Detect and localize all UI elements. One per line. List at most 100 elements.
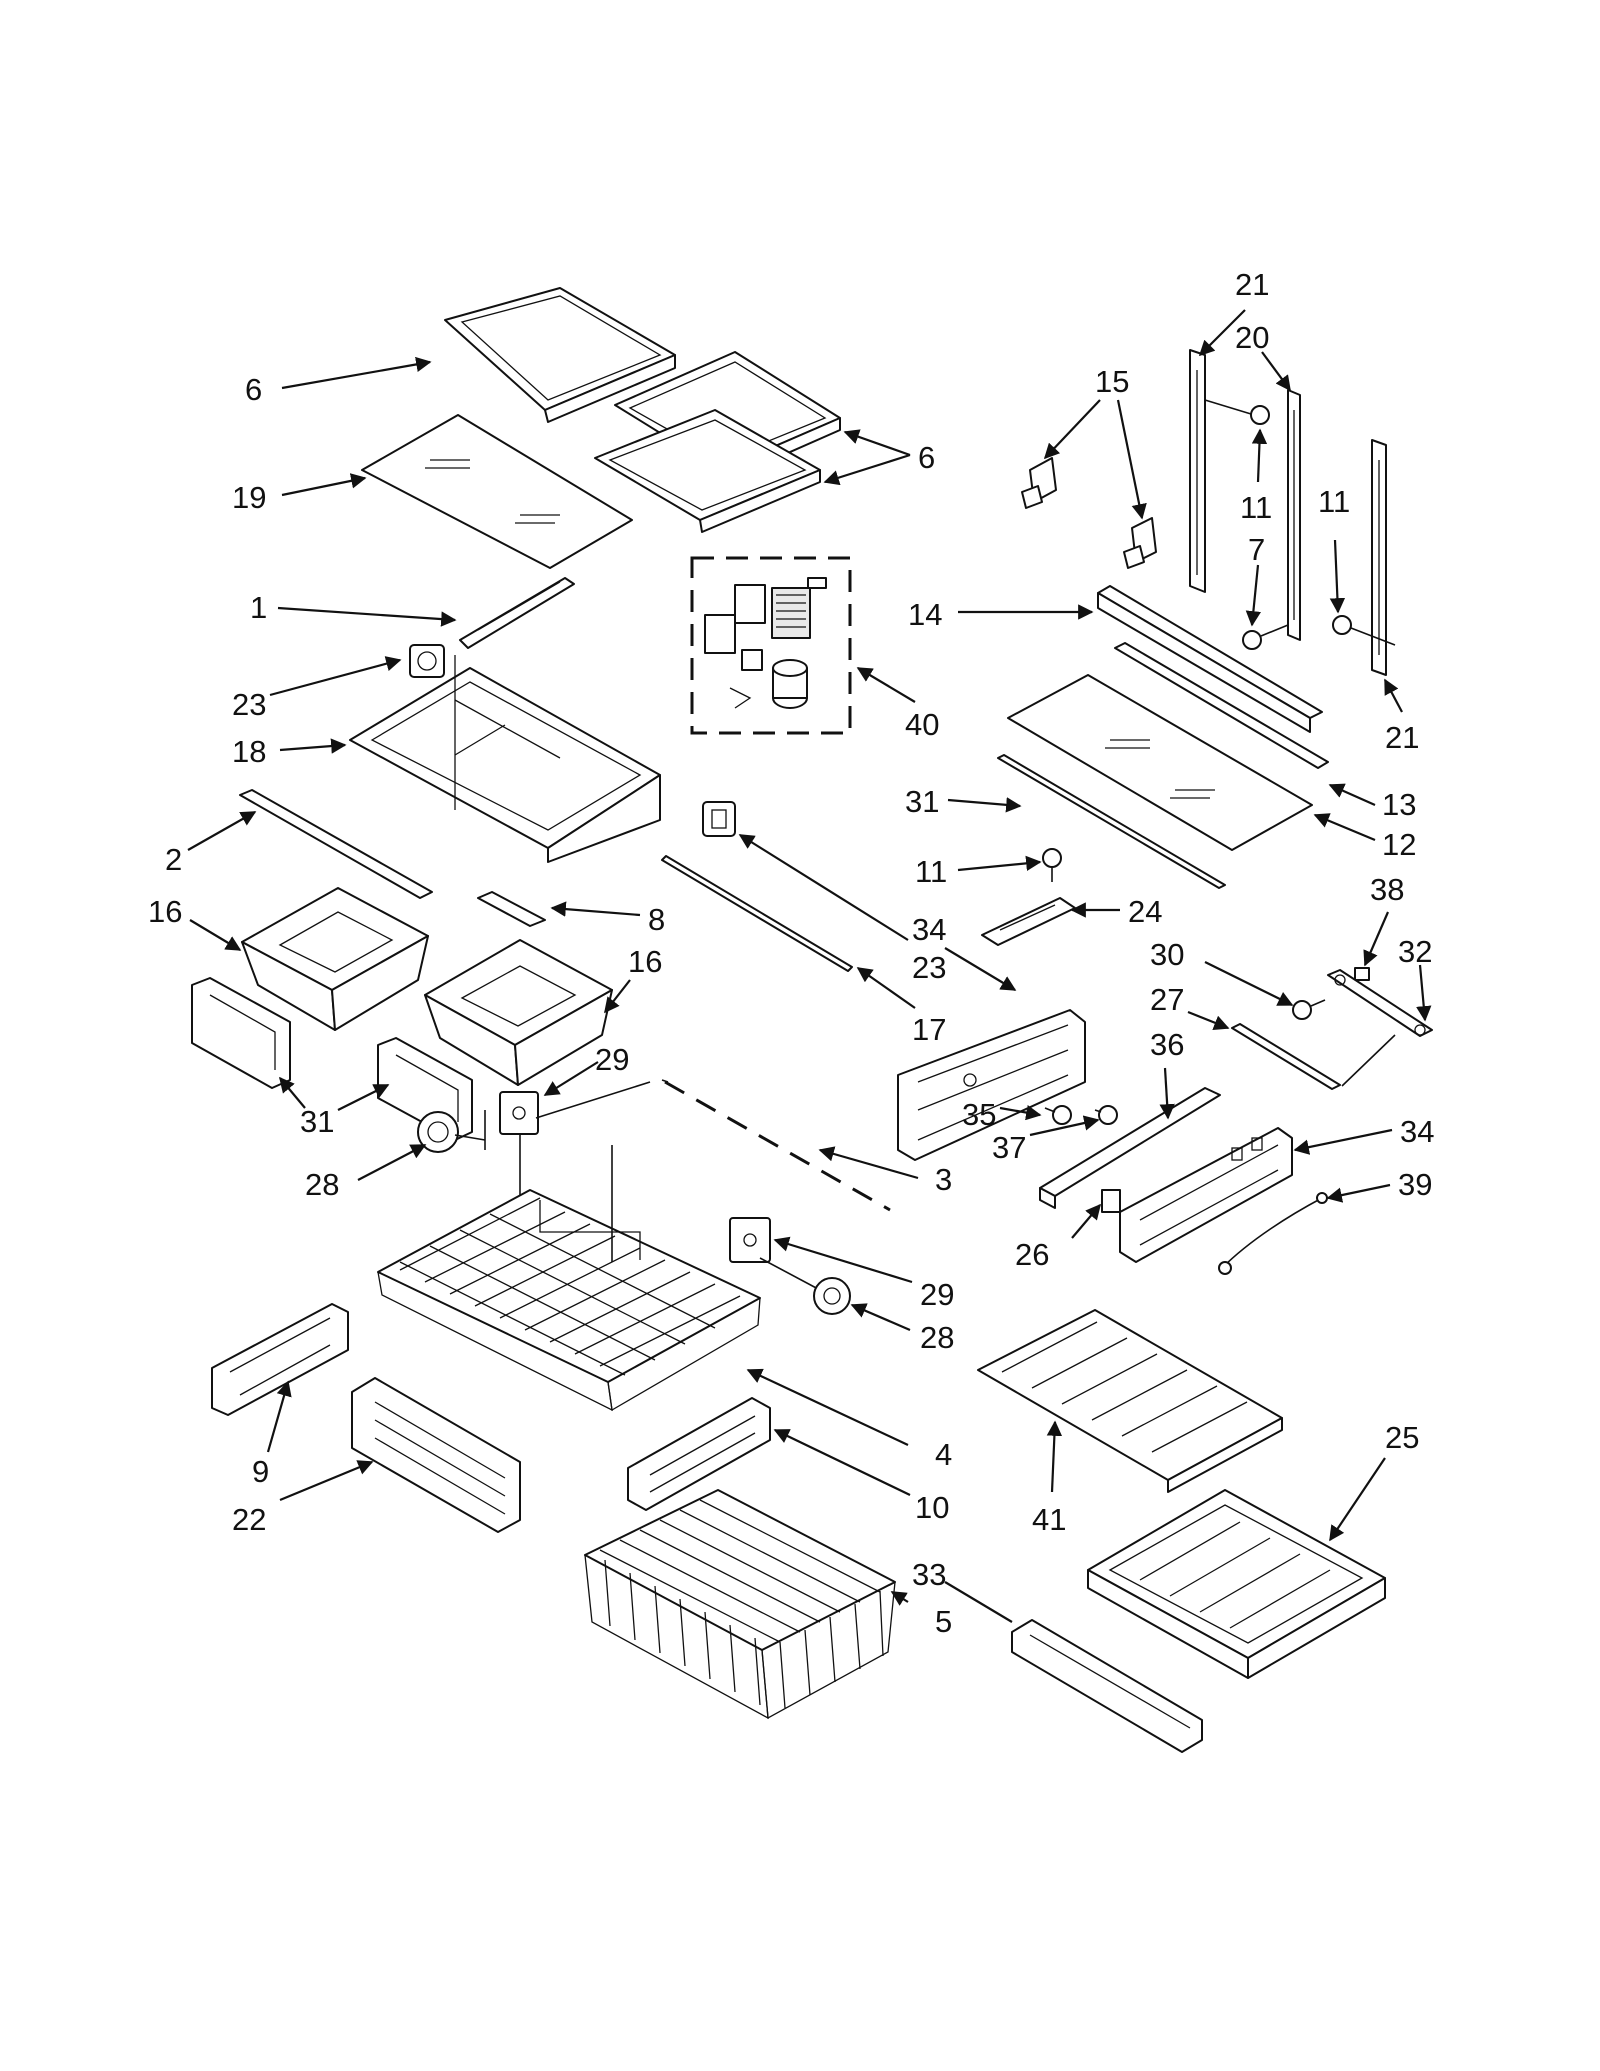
part-9-side-bracket [211, 1303, 349, 1416]
part-34-track-right [1119, 1127, 1293, 1263]
callout-9: 9 [252, 1454, 269, 1489]
part-16-crisper-drawer-right [424, 939, 613, 1086]
callout-38: 38 [1370, 872, 1404, 907]
part-21-rail-left [1189, 349, 1206, 593]
part-32-slide [1327, 969, 1433, 1037]
callout-29a: 29 [595, 1042, 629, 1077]
callout-33: 33 [912, 1557, 946, 1592]
part-38-tab [1354, 967, 1370, 981]
callout-15: 15 [1095, 364, 1129, 399]
callout-5: 5 [935, 1604, 952, 1639]
callout-26: 26 [1015, 1237, 1049, 1272]
part-23-cap-right [702, 801, 736, 837]
callout-8: 8 [648, 902, 665, 937]
part-35-screw [1044, 1105, 1072, 1125]
callout-18: 18 [232, 734, 266, 769]
callout-23b: 23 [912, 950, 946, 985]
callout-19: 19 [232, 480, 266, 515]
part-14-front-rail [1097, 585, 1323, 733]
part-6-shelf-frame-left [444, 287, 676, 423]
callout-11a: 11 [1240, 490, 1272, 525]
callout-35: 35 [962, 1097, 996, 1132]
part-31-strip-right [997, 754, 1226, 889]
callout-labels: 6 6 19 1 23 18 2 16 16 8 31 29 28 3 29 2… [148, 267, 1434, 1639]
part-17-rod [661, 855, 853, 972]
callout-16a: 16 [148, 894, 182, 929]
part-29-bracket-left [499, 1081, 651, 1230]
part-11-screw-top [1204, 399, 1270, 425]
callout-13: 13 [1382, 787, 1416, 822]
part-11-screw-mid [1042, 848, 1062, 882]
part-3-rod [661, 1079, 891, 1212]
callout-25: 25 [1385, 1420, 1419, 1455]
part-34-track-left [897, 1009, 1086, 1161]
callout-39: 39 [1398, 1167, 1432, 1202]
part-5-freezer-basket [584, 1489, 896, 1720]
callout-6b: 6 [918, 440, 935, 475]
callout-22: 22 [232, 1502, 266, 1537]
callout-30: 30 [1150, 937, 1184, 972]
callout-24: 24 [1128, 894, 1162, 929]
part-4-wire-basket-upper [377, 1145, 761, 1412]
part-11-screw-right [1332, 615, 1396, 646]
callout-31a: 31 [300, 1104, 334, 1139]
callout-34b: 34 [1400, 1114, 1434, 1149]
callout-29b: 29 [920, 1277, 954, 1312]
part-13-strip [1114, 642, 1329, 769]
callout-34a: 34 [912, 912, 946, 947]
part-30-screw [1292, 999, 1326, 1020]
part-2-trim-strip [239, 789, 433, 899]
part-18-crisper-cover-frame [349, 655, 661, 863]
part-24-bracket [981, 897, 1076, 946]
callout-17: 17 [912, 1012, 946, 1047]
callout-4: 4 [935, 1437, 952, 1472]
callout-14: 14 [908, 597, 942, 632]
part-6-shelf-frames-right [594, 351, 841, 533]
callout-10: 10 [915, 1490, 949, 1525]
part-10-rack [627, 1397, 771, 1511]
callout-2: 2 [165, 842, 182, 877]
callout-6a: 6 [245, 372, 262, 407]
callout-37: 37 [992, 1130, 1026, 1165]
callout-21b: 21 [1385, 720, 1419, 755]
part-29-bracket-right [729, 1217, 771, 1263]
callout-41: 41 [1032, 1502, 1066, 1537]
part-15-clip-b [1123, 517, 1157, 569]
callout-36: 36 [1150, 1027, 1184, 1062]
callout-12: 12 [1382, 827, 1416, 862]
callout-20: 20 [1235, 320, 1269, 355]
callout-11b: 11 [1318, 484, 1350, 519]
callout-32: 32 [1398, 934, 1432, 969]
part-15-clip-a [1021, 457, 1057, 509]
part-28-gear-right [759, 1257, 851, 1315]
leader-lines [187, 309, 1432, 1623]
part-33-handle [1011, 1619, 1203, 1753]
part-26-clip [1101, 1189, 1121, 1213]
part-19-glass-shelf [361, 414, 633, 569]
callout-1: 1 [250, 590, 267, 625]
part-40-kit [690, 556, 852, 735]
callout-21a: 21 [1235, 267, 1269, 302]
callout-7: 7 [1248, 532, 1265, 567]
callout-40: 40 [905, 707, 939, 742]
part-27-slide-rail [1231, 1023, 1396, 1090]
part-23-cap-left [409, 644, 445, 678]
part-28-gear-left [417, 1110, 486, 1153]
part-16-crisper-drawer-left [241, 887, 429, 1031]
part-7-screw [1242, 624, 1289, 650]
part-20-rail-mid [1287, 389, 1301, 641]
part-25-bin [1087, 1489, 1386, 1679]
callout-31b: 31 [905, 784, 939, 819]
part-36-channel [1039, 1087, 1221, 1209]
part-12-glass-shelf [1007, 674, 1313, 851]
callout-28b: 28 [920, 1320, 954, 1355]
part-21-rail-right [1371, 439, 1387, 676]
callout-27: 27 [1150, 982, 1184, 1017]
part-1-shelf-rail [459, 577, 575, 649]
part-37-screw [1094, 1105, 1118, 1125]
part-8-clip [477, 891, 546, 927]
callout-11c: 11 [915, 854, 947, 889]
callout-3: 3 [935, 1162, 952, 1197]
callout-23a: 23 [232, 687, 266, 722]
